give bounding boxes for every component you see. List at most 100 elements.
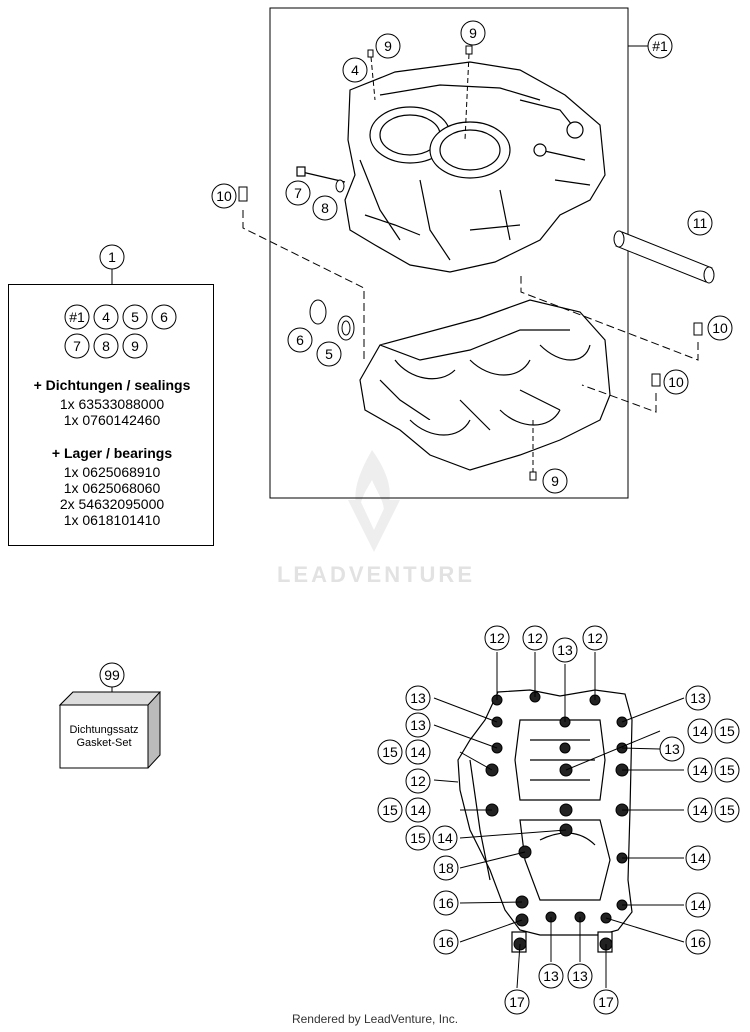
callout-15: 15	[714, 797, 740, 823]
callout-9: 9	[375, 33, 401, 59]
callout-13: 13	[685, 685, 711, 711]
callout-12: 12	[484, 625, 510, 651]
callout-label: 10	[668, 374, 684, 390]
gasket-set-box	[58, 691, 162, 769]
callout-label: 13	[543, 968, 559, 984]
callout-kit1: #1	[64, 304, 90, 330]
callout-9: 9	[122, 333, 148, 359]
sealing-item: 1x 0760142460	[63, 412, 161, 428]
sealings-header: + Dichtungen / sealings	[33, 377, 191, 393]
callout-kit1: #1	[647, 33, 673, 59]
callout-label: 16	[438, 934, 454, 950]
bearing-item: 1x 0618101410	[63, 512, 161, 528]
bearing-item: 1x 0625068910	[63, 464, 161, 480]
dowel-10-right	[520, 276, 703, 413]
callout-label: 1	[108, 249, 116, 265]
callout-label: 10	[712, 320, 728, 336]
callout-label: 9	[131, 338, 139, 354]
callout-5: 5	[122, 304, 148, 330]
tube-11	[613, 230, 715, 284]
callout-label: 8	[321, 200, 329, 216]
callout-label: 14	[692, 762, 708, 778]
callout-label: 15	[719, 762, 735, 778]
callout-label: 5	[325, 346, 333, 362]
callout-11: 11	[687, 210, 713, 236]
sealing-item: 1x 63533088000	[59, 396, 165, 412]
callout-5: 5	[316, 341, 342, 367]
callout-label: 15	[719, 802, 735, 818]
callout-label: 12	[527, 630, 543, 646]
footer-credit: Rendered by LeadVenture, Inc.	[291, 1012, 459, 1026]
callout-18: 18	[433, 855, 459, 881]
callout-10: 10	[211, 183, 237, 209]
crankcase-kit-frame	[269, 7, 629, 499]
bearing-item: 1x 0625068060	[63, 480, 161, 496]
upper-crankcase	[344, 61, 606, 273]
callout-14: 14	[685, 892, 711, 918]
callout-14: 14	[432, 825, 458, 851]
callout-label: 16	[690, 934, 706, 950]
callout-label: 6	[160, 309, 168, 325]
callout-label: 6	[296, 332, 304, 348]
callout-label: 12	[489, 630, 505, 646]
callout-label: 99	[104, 667, 120, 683]
callout-label: 15	[719, 723, 735, 739]
callout-label: 7	[294, 185, 302, 201]
leader-lines	[433, 652, 685, 989]
callout-label: 18	[438, 860, 454, 876]
callout-17: 17	[593, 989, 619, 1015]
callout-label: 17	[509, 994, 525, 1010]
callout-7: 7	[64, 333, 90, 359]
watermark-text: LEADVENTURE	[276, 562, 475, 587]
callout-14: 14	[405, 797, 431, 823]
callout-label: 12	[587, 630, 603, 646]
callout-10: 10	[707, 315, 733, 341]
callout-label: #1	[652, 38, 668, 54]
dowel-9-bottom	[529, 420, 537, 481]
callout-15: 15	[377, 739, 403, 765]
callout-14: 14	[685, 845, 711, 871]
callout-13: 13	[538, 963, 564, 989]
callout-12: 12	[522, 625, 548, 651]
callout-9: 9	[542, 468, 568, 494]
callout-label: 10	[216, 188, 232, 204]
callout-label: 13	[664, 741, 680, 757]
callout-label: 13	[690, 690, 706, 706]
dowel-9-top	[464, 45, 473, 141]
callout-13: 13	[405, 685, 431, 711]
callout-label: 14	[410, 802, 426, 818]
callout-4: 4	[93, 304, 119, 330]
lower-crankcase	[359, 299, 611, 471]
callout-label: 9	[551, 473, 559, 489]
callout-15: 15	[377, 797, 403, 823]
callout-13: 13	[659, 736, 685, 762]
callout-9: 9	[460, 20, 486, 46]
callout-label: 4	[351, 62, 359, 78]
callout-15: 15	[714, 757, 740, 783]
callout-label: 5	[131, 309, 139, 325]
callout-label: 9	[469, 25, 477, 41]
callout-label: #1	[69, 309, 85, 325]
seal-5	[337, 315, 355, 341]
leadventure-logo	[348, 450, 400, 552]
callout-12: 12	[582, 625, 608, 651]
callout-99: 99	[99, 662, 125, 688]
o-ring-6	[309, 299, 327, 325]
callout-label: 14	[437, 830, 453, 846]
gasket-set-line2: Gasket-Set	[76, 737, 132, 749]
dowel-10-left	[238, 186, 365, 360]
callout-6: 6	[287, 327, 313, 353]
callout-label: 14	[410, 744, 426, 760]
callout-label: 13	[410, 690, 426, 706]
callout-13: 13	[405, 712, 431, 738]
callout-14: 14	[687, 757, 713, 783]
callout-label: 15	[382, 802, 398, 818]
callout-16: 16	[685, 929, 711, 955]
callout-label: 14	[690, 850, 706, 866]
callout-12: 12	[405, 768, 431, 794]
washer-8	[335, 179, 345, 193]
callout-16: 16	[433, 929, 459, 955]
